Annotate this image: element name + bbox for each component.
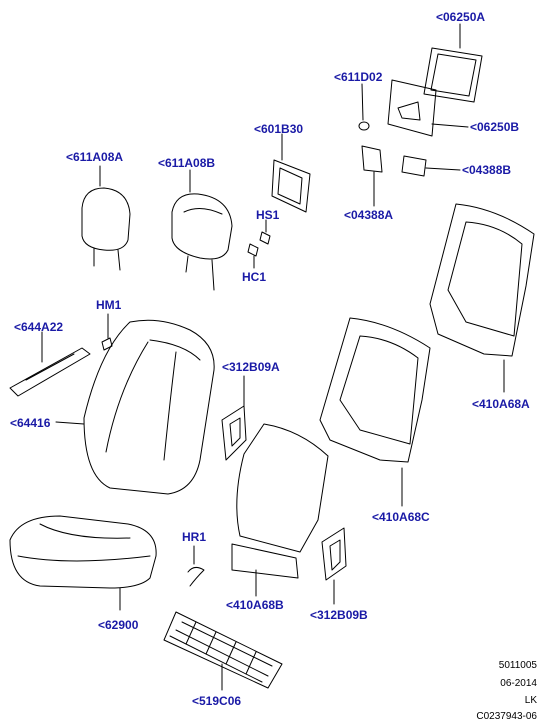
callout-HS1[interactable]: HS1: [256, 208, 280, 222]
callout-HR1[interactable]: HR1: [182, 530, 207, 544]
part-611D02-clip: [359, 84, 369, 130]
callout-601B30[interactable]: <601B30: [254, 122, 304, 136]
part-04388A-cover: [362, 146, 382, 206]
callout-644A22[interactable]: <644A22: [14, 320, 64, 334]
part-06250B-panel: [388, 80, 468, 136]
callout-611D02[interactable]: <611D02: [334, 70, 383, 84]
part-601B30-bracket: [272, 134, 310, 212]
callout-410A68C[interactable]: <410A68C: [372, 510, 430, 524]
footer-code: 5011005: [498, 660, 537, 671]
part-312B09B-bracket: [322, 528, 346, 604]
footer-region: LK: [524, 695, 537, 706]
callout-611A08A[interactable]: <611A08A: [66, 150, 124, 164]
part-410A68A-frame: [430, 204, 534, 392]
callout-410A68A[interactable]: <410A68A: [472, 397, 530, 411]
callout-06250A[interactable]: <06250A: [436, 10, 486, 24]
part-611A08B-headrest: [172, 170, 232, 290]
part-410A68C-frame: [320, 318, 430, 506]
callout-611A08B[interactable]: <611A08B: [158, 156, 216, 170]
callout-04388B[interactable]: <04388B: [462, 163, 512, 177]
part-62900-seat-cushion: [10, 516, 156, 610]
callout-312B09B[interactable]: <312B09B: [310, 608, 368, 622]
part-644A22-trim: [10, 332, 90, 396]
part-HR1-clip: [188, 546, 204, 586]
part-611A08A-headrest: [82, 166, 130, 270]
part-64416-backrest-cushion: [56, 320, 214, 494]
callout-64416[interactable]: <64416: [10, 416, 51, 430]
part-410A68B-back-panel: [232, 424, 328, 596]
footer-ref: C0237943-06: [476, 711, 537, 722]
callout-62900[interactable]: <62900: [98, 618, 139, 632]
footer-date: 06-2014: [500, 678, 537, 689]
callout-HM1[interactable]: HM1: [96, 298, 122, 312]
callout-04388A[interactable]: <04388A: [344, 208, 394, 222]
callout-410A68B[interactable]: <410A68B: [226, 598, 284, 612]
part-04388B-cover: [402, 156, 460, 176]
callout-519C06[interactable]: <519C06: [192, 694, 242, 708]
part-HS1-HC1-fasteners: [248, 220, 270, 268]
callout-312B09A[interactable]: <312B09A: [222, 360, 280, 374]
callout-HC1[interactable]: HC1: [242, 270, 267, 284]
part-06250A-frame: [424, 24, 482, 102]
part-312B09A-bracket: [222, 376, 246, 460]
callout-06250B[interactable]: <06250B: [470, 120, 520, 134]
part-HM1-fastener: [102, 314, 112, 350]
part-519C06-grille: [164, 612, 282, 690]
